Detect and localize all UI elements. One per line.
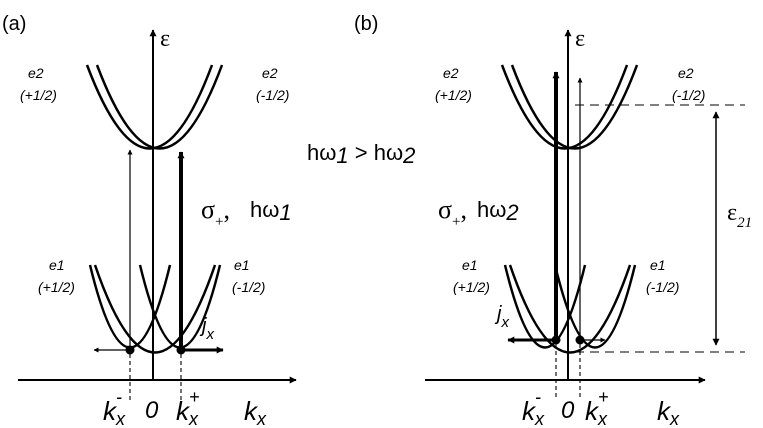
energy-axis-label-b: ε	[575, 26, 585, 52]
panel-b: (b) ε ε21 e2 (+1/2) e2 (-1/2) e1	[354, 13, 752, 428]
k-axis-label-b: kx	[657, 396, 680, 428]
label-e2-minus-spin-a: (-1/2)	[256, 87, 289, 103]
panel-a-tag: (a)	[2, 13, 26, 35]
label-e2-plus-spin-b: (+1/2)	[435, 87, 472, 103]
label-e1-plus-a: e1	[49, 257, 65, 273]
label-e2-minus-a: e2	[262, 65, 278, 81]
k-plus-label-a: kx+	[176, 387, 200, 428]
band-e1-plus-b	[503, 264, 587, 349]
label-e2-plus-spin-a: (+1/2)	[20, 87, 57, 103]
k-minus-label-b: kx-	[522, 387, 545, 428]
label-e2-minus-spin-b: (-1/2)	[672, 87, 705, 103]
band-e2-plus-b	[500, 64, 629, 150]
panel-a: (a) ε e2 (+1/2) e2 (-1/2) e1 (+1/2) e1 (…	[2, 13, 297, 428]
photon-energy-b: hω2	[477, 197, 519, 225]
k-plus-label-b: kx+	[585, 387, 609, 428]
label-e2-minus-b: e2	[678, 65, 694, 81]
label-e2-plus-b: e2	[443, 65, 459, 81]
origin-label-a: 0	[145, 397, 159, 424]
polarization-label-b: σ+,	[438, 195, 467, 230]
current-label-a: jx	[199, 315, 214, 343]
label-e2-plus-a: e2	[28, 65, 44, 81]
gap-label: ε21	[727, 200, 752, 231]
polarization-label-a: σ+,	[201, 195, 230, 230]
label-e1-minus-b: e1	[650, 257, 666, 273]
energy-axis-label-a: ε	[160, 26, 170, 52]
origin-label-b: 0	[561, 397, 575, 424]
label-e1-plus-spin-b: (+1/2)	[453, 279, 490, 295]
current-label-b: jx	[494, 303, 509, 331]
band-e2-minus-a	[95, 64, 224, 150]
label-e1-minus-spin-b: (-1/2)	[646, 279, 679, 295]
band-e1-center-b	[508, 264, 632, 354]
label-e1-minus-spin-a: (-1/2)	[232, 279, 265, 295]
k-axis-label-a: kx	[244, 396, 267, 428]
photon-energy-a: hω1	[250, 197, 292, 225]
band-e1-minus-b	[553, 264, 637, 349]
k-minus-label-a: kx-	[103, 387, 126, 428]
photon-comparison: hω1 > hω2	[307, 140, 415, 168]
label-e1-plus-spin-a: (+1/2)	[38, 279, 75, 295]
band-e1-center-a	[93, 264, 217, 354]
label-e1-minus-a: e1	[234, 257, 250, 273]
panel-b-tag: (b)	[354, 13, 378, 35]
band-e2-plus-a	[85, 64, 214, 150]
label-e1-plus-b: e1	[462, 257, 478, 273]
band-e2-minus-b	[510, 64, 639, 150]
